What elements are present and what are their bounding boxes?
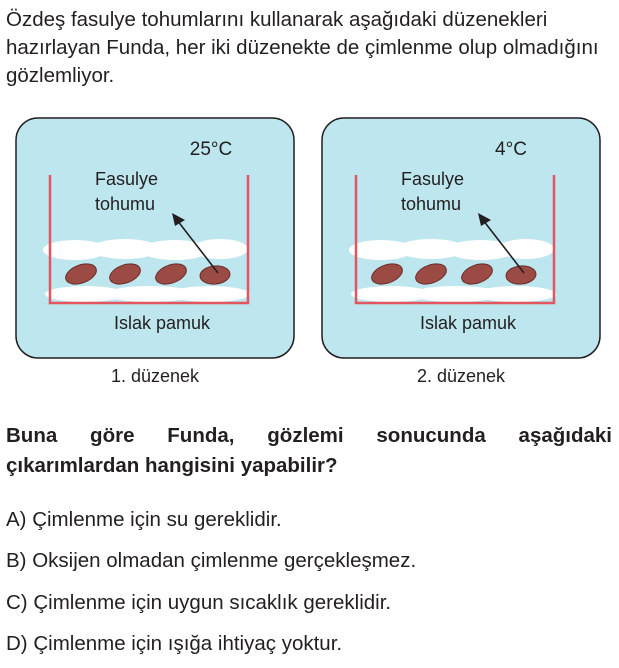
option-text: Çimlenme için su gereklidir.	[32, 508, 282, 531]
cotton-bottom	[351, 286, 556, 302]
seed-label: Fasulye	[401, 169, 464, 189]
cotton-top	[43, 239, 248, 260]
option-text: Oksijen olmadan çimlenme gerçekleşmez.	[32, 549, 417, 572]
cotton-bottom	[45, 286, 250, 302]
setup-1-caption: 1. düzenek	[110, 366, 200, 386]
option-letter: C)	[6, 591, 28, 614]
option-c[interactable]: C) Çimlenme için uygun sıcaklık gereklid…	[6, 591, 391, 615]
temperature-label: 25°C	[190, 139, 232, 160]
container	[354, 175, 556, 305]
seed-label: Fasulye	[95, 169, 158, 189]
cotton-label: Islak pamuk	[114, 313, 211, 333]
option-letter: D)	[6, 632, 28, 655]
container	[48, 175, 250, 305]
question-intro: Özdeş fasulye tohumlarını kullanarak aşa…	[6, 8, 599, 87]
temperature-label: 4°C	[495, 139, 527, 160]
bean-seeds	[371, 263, 537, 285]
arrow-head	[478, 213, 491, 226]
setup-1-diagram: 25°C Fasulye tohumu Islak pamuk	[15, 117, 295, 359]
option-text: Çimlenme için ışığa ihtiyaç yoktur.	[33, 632, 343, 655]
cotton-top	[349, 239, 554, 260]
option-a[interactable]: A) Çimlenme için su gereklidir.	[6, 508, 282, 532]
option-text: Çimlenme için uygun sıcaklık gereklidir.	[33, 591, 392, 614]
setup-2-diagram: 4°C Fasulye tohumu Islak pamuk	[321, 117, 601, 359]
seed-label: tohumu	[401, 194, 461, 214]
seed-label: tohumu	[95, 194, 155, 214]
option-b[interactable]: B) Oksijen olmadan çimlenme gerçekleşmez…	[6, 549, 416, 573]
arrow-head	[172, 213, 185, 226]
bean-seeds	[65, 263, 231, 285]
option-d[interactable]: D) Çimlenme için ışığa ihtiyaç yoktur.	[6, 632, 342, 656]
setup-2-caption: 2. düzenek	[416, 366, 506, 386]
option-letter: B)	[6, 549, 27, 572]
cotton-label: Islak pamuk	[420, 313, 517, 333]
question-text: Buna göre Funda, gözlemi sonucunda aşağı…	[6, 424, 612, 477]
option-letter: A)	[6, 508, 27, 531]
